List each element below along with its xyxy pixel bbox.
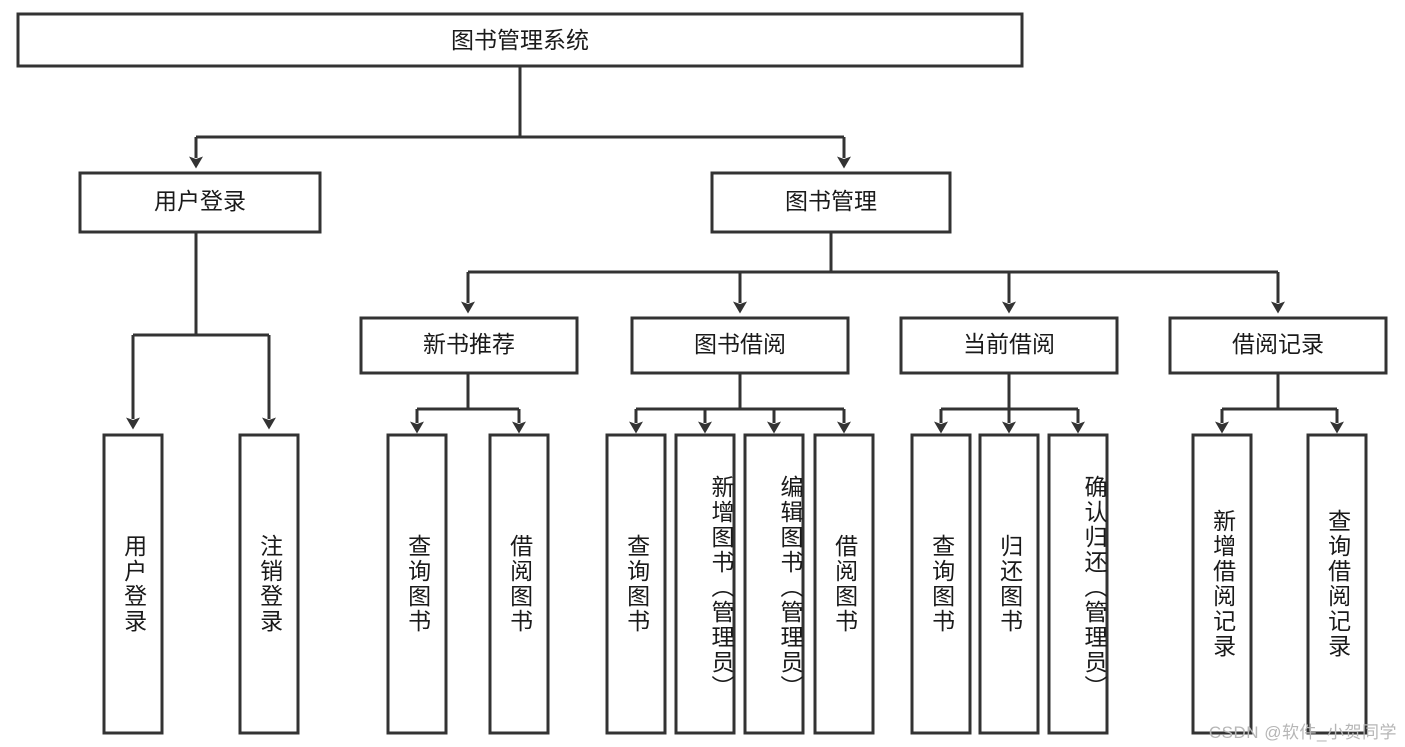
node-new-book-recommend[interactable]: 新书推荐 (359, 316, 579, 375)
leaf-confirm-return-box[interactable] (1047, 433, 1109, 735)
node-new-book-recommend-box (359, 316, 579, 375)
node-current-borrow-label: 当前借阅 (963, 331, 1055, 357)
node-new-book-recommend-label: 新书推荐 (423, 331, 515, 357)
connector-root-to-level2 (189, 66, 851, 169)
leaf-query-book-2-box[interactable] (605, 433, 667, 735)
node-current-borrow-box (899, 316, 1119, 375)
connector-borrow-record-to-leaves (1215, 373, 1344, 434)
node-root-label: 图书管理系统 (451, 27, 589, 53)
leaf-borrow-book-2-box[interactable] (813, 433, 875, 735)
node-book-management-box (710, 171, 952, 234)
node-user-login-label: 用户登录 (154, 188, 246, 214)
leaf-query-book-3-box[interactable] (910, 433, 972, 735)
connector-current-borrow-to-leaves (934, 373, 1085, 434)
node-book-management[interactable]: 图书管理 (710, 171, 952, 234)
leaf-add-record-box[interactable] (1191, 433, 1253, 735)
node-book-management-label: 图书管理 (785, 188, 877, 214)
leaf-return-book-box[interactable] (978, 433, 1040, 735)
connector-new-book-recommend-to-leaves (410, 373, 526, 434)
node-root-box (16, 12, 1024, 68)
leaf-query-record-box[interactable] (1306, 433, 1368, 735)
leaf-borrow-book-1-box[interactable] (488, 433, 550, 735)
node-book-borrow-label: 图书借阅 (694, 331, 786, 357)
node-user-login-box (78, 171, 322, 234)
node-borrow-record-box (1168, 316, 1388, 375)
node-user-login[interactable]: 用户登录 (78, 171, 322, 234)
node-root-system[interactable]: 图书管理系统 (16, 12, 1024, 68)
connector-user-login-to-leaves (126, 232, 276, 430)
leaf-add-book-box[interactable] (674, 433, 736, 735)
leaf-query-book-1-box[interactable] (386, 433, 448, 735)
node-current-borrow[interactable]: 当前借阅 (899, 316, 1119, 375)
leaf-boxes (102, 433, 1368, 735)
node-book-borrow-box (630, 316, 850, 375)
leaf-user-login-box[interactable] (102, 433, 164, 735)
watermark-text: CSDN @软件_小贺同学 (1208, 723, 1397, 742)
leaf-logout-login-box[interactable] (238, 433, 300, 735)
node-book-borrow[interactable]: 图书借阅 (630, 316, 850, 375)
connector-book-management-to-level3 (461, 232, 1285, 314)
connector-book-borrow-to-leaves (629, 373, 851, 434)
node-borrow-record-label: 借阅记录 (1232, 331, 1324, 357)
node-borrow-record[interactable]: 借阅记录 (1168, 316, 1388, 375)
leaf-edit-book-box[interactable] (743, 433, 805, 735)
